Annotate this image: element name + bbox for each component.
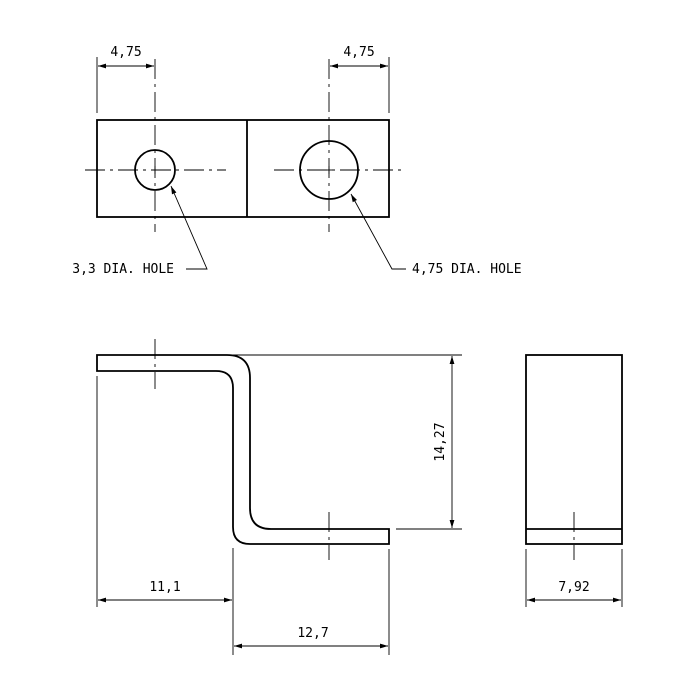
leader-small-hole (170, 185, 208, 270)
note-small-hole: 3,3 DIA. HOLE (72, 262, 174, 277)
top-view: 4,75 4,75 3,3 DIA. HOLE 4,75 DIA. HOLE (72, 45, 521, 277)
side-view: 14,27 11,1 12,7 (96, 339, 462, 655)
dim-width: 7,92 (558, 580, 589, 595)
end-view-outline (525, 354, 623, 545)
dim-left-length: 11,1 (149, 580, 180, 595)
leader-large-hole (350, 193, 406, 270)
dim-left-hole-offset: 4,75 (110, 45, 141, 60)
bracket-profile (96, 354, 390, 545)
top-view-outline (96, 119, 390, 218)
dim-height: 14,27 (433, 422, 448, 461)
note-large-hole: 4,75 DIA. HOLE (412, 262, 522, 277)
end-view: 7,92 (525, 354, 623, 607)
dim-right-length: 12,7 (297, 626, 328, 641)
dim-right-hole-offset: 4,75 (343, 45, 374, 60)
